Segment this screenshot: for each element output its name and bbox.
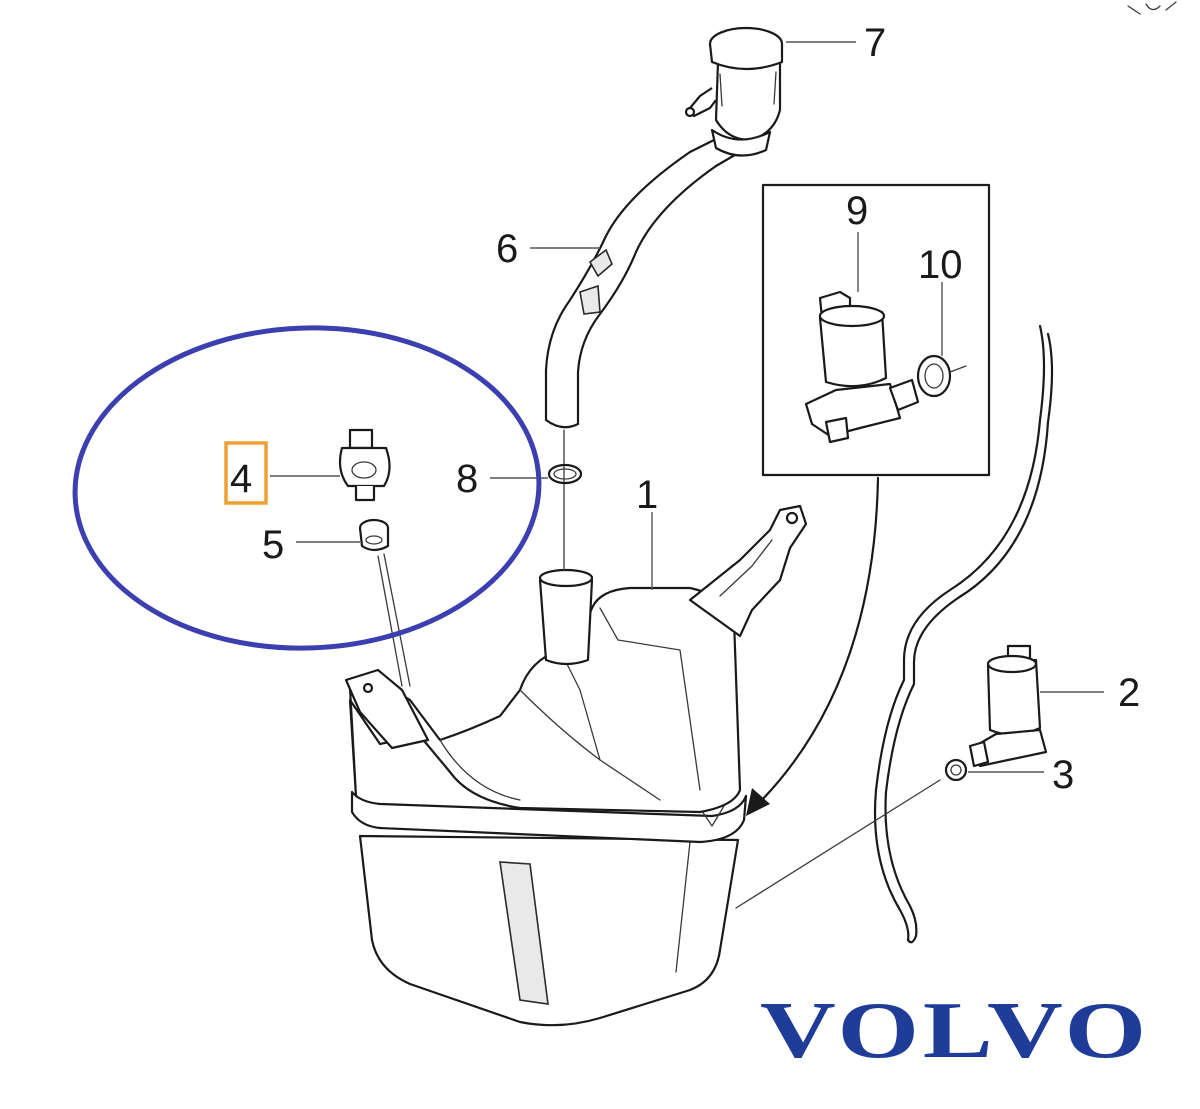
washer-tank [344,504,808,1027]
tank-right-bracket [688,504,808,638]
left-pump-connector [348,428,374,450]
cap-collar [710,128,772,157]
cap-rim [708,43,784,71]
inset-arrow-shaft [752,476,880,810]
inset-seal-inner [924,363,944,389]
highlight-ellipse [72,325,542,651]
left-grommet [358,518,390,552]
tank-upper-contour-1 [439,739,521,801]
grommet-to-tank-line [735,779,941,909]
callout-4: 4 [230,457,252,501]
left-pump-port [351,461,377,479]
inset-arrowhead [746,788,770,816]
cap-tab-hole [684,106,696,118]
callout-9: 9 [846,189,868,233]
inset-pump-base [804,382,902,438]
tank-upper-contour-2 [519,689,661,801]
washer-tube-left [873,324,1046,942]
callout-1: 1 [636,473,658,517]
inset-frame [761,183,991,477]
tank-seam-band [350,790,748,844]
tank-lower-edge [675,841,691,973]
right-grommet-outer [944,758,968,782]
callout-2: 2 [1118,671,1140,715]
hose-outline-left [544,136,720,422]
cap-neck [714,60,782,142]
right-grommet-inner [950,764,962,776]
callout-10: 10 [918,243,963,287]
callout-8: 8 [456,457,478,501]
tank-bracket-hole [785,511,799,525]
inset-box [761,183,991,477]
grommet-to-tank-line-a [377,555,403,687]
volvo-logo: VOLVO [760,987,1150,1075]
inset-pump-top [818,304,886,328]
cap-neck-lines [719,71,777,107]
tank-lower-body [358,834,740,1027]
hose-highlight-1 [588,248,613,278]
filler-cap [684,26,784,157]
tank-bracket-edge [719,539,773,597]
tank-filler-neck [538,578,594,666]
o-ring-inner [553,468,577,480]
tank-clip [699,805,725,827]
grommet-to-tank-line-b [383,553,411,687]
right-pump-outlet [968,740,990,768]
callout-3: 3 [1052,753,1074,797]
left-pump-body [338,446,391,488]
callout-7: 7 [864,21,886,65]
corner-fragment [1127,1,1177,15]
right-pump-top [986,654,1038,674]
filler-hose [544,136,742,571]
tank-filler-neck-top [538,568,594,588]
left-grommet-hole [365,535,383,545]
tank-lower-rib [499,861,549,1005]
left-grommet-body [358,527,390,552]
inset-pump-port [888,378,920,412]
o-ring [547,463,583,485]
tank-left-tab-hole [362,682,374,694]
hose-outline-right [576,150,742,426]
hose-end [544,418,580,429]
inset-pump-outlet [824,416,850,444]
callout-6: 6 [496,227,518,271]
right-pump-base [970,728,1048,768]
callout-5: 5 [262,523,284,567]
inset-pump-body [818,310,888,388]
washer-tube-end [906,934,918,944]
left-pump [338,428,391,502]
washer-tube-right [884,332,1054,938]
highlight-box-part-4 [224,441,268,505]
inset-seal-outer [916,354,952,398]
hose-highlight-2 [579,284,601,315]
inset-seal-leader [949,365,967,373]
right-grommet [944,758,968,782]
left-pump-nozzle [354,486,376,502]
tank-upper-contour-3 [599,607,701,791]
right-pump [968,644,1048,768]
